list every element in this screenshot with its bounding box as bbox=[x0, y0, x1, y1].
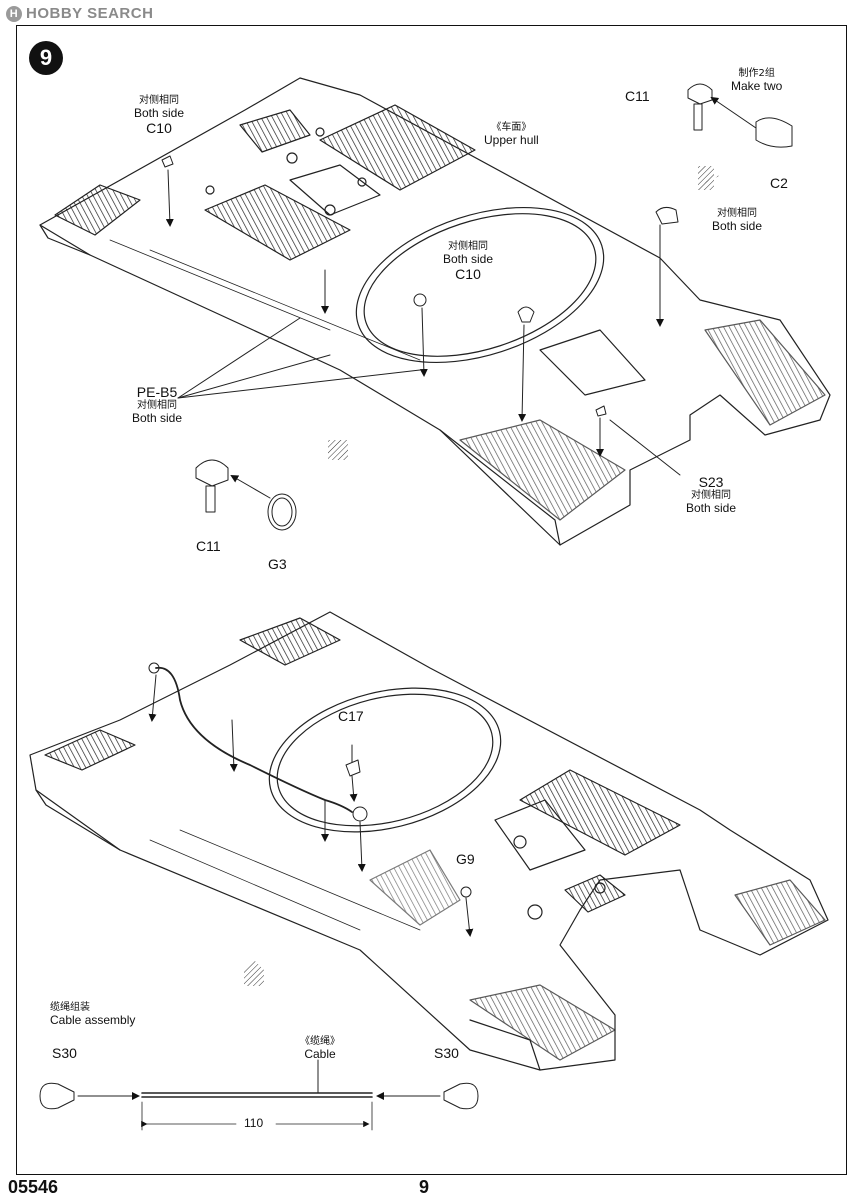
lower-callouts bbox=[148, 662, 474, 986]
upper-hull-label: 《车面》 Upper hull bbox=[484, 122, 539, 147]
step-number-badge: 9 bbox=[29, 41, 63, 75]
lower-hull-drawing bbox=[29, 611, 829, 1071]
upper-hull-drawing bbox=[39, 77, 831, 546]
watermark-text: HOBBY SEARCH bbox=[26, 5, 154, 22]
c17-label: C17 bbox=[338, 708, 364, 724]
c10-left-label: 对侧相同 Both side C10 bbox=[134, 95, 185, 137]
s30-left-label: S30 bbox=[52, 1045, 77, 1061]
c10-center-label: 对侧相同 Both side C10 bbox=[443, 241, 494, 283]
both-side-right-label: 对侧相同 Both side bbox=[712, 208, 763, 233]
c2-label: C2 bbox=[770, 175, 788, 191]
page-number: 9 bbox=[419, 1177, 430, 1197]
hobbysearch-watermark: H HOBBY SEARCH bbox=[6, 5, 153, 22]
s30-right-label: S30 bbox=[434, 1045, 459, 1061]
cable-assembly-title: 缆绳组装 Cable assembly bbox=[50, 1002, 136, 1027]
g9-label: G9 bbox=[456, 851, 475, 867]
upper-callouts bbox=[161, 83, 793, 531]
cable-label: 《缆绳》 Cable bbox=[300, 1036, 340, 1061]
watermark-logo: H bbox=[6, 5, 22, 22]
make-two-label: 制作2组 Make two bbox=[731, 68, 783, 93]
kit-number: 05546 bbox=[8, 1177, 59, 1197]
pe-b5-label: PE-B5 对侧相同 Both side bbox=[132, 384, 183, 425]
s23-label: S23 对侧相同 Both side bbox=[686, 474, 737, 515]
g3-label: G3 bbox=[268, 556, 287, 572]
c11-top-label: C11 bbox=[625, 88, 650, 104]
cable-assembly-drawing bbox=[39, 1059, 479, 1131]
c11-bottom-label: C11 bbox=[196, 538, 221, 554]
page-frame bbox=[16, 25, 847, 1175]
cable-length-dimension: 110 bbox=[244, 1116, 264, 1130]
